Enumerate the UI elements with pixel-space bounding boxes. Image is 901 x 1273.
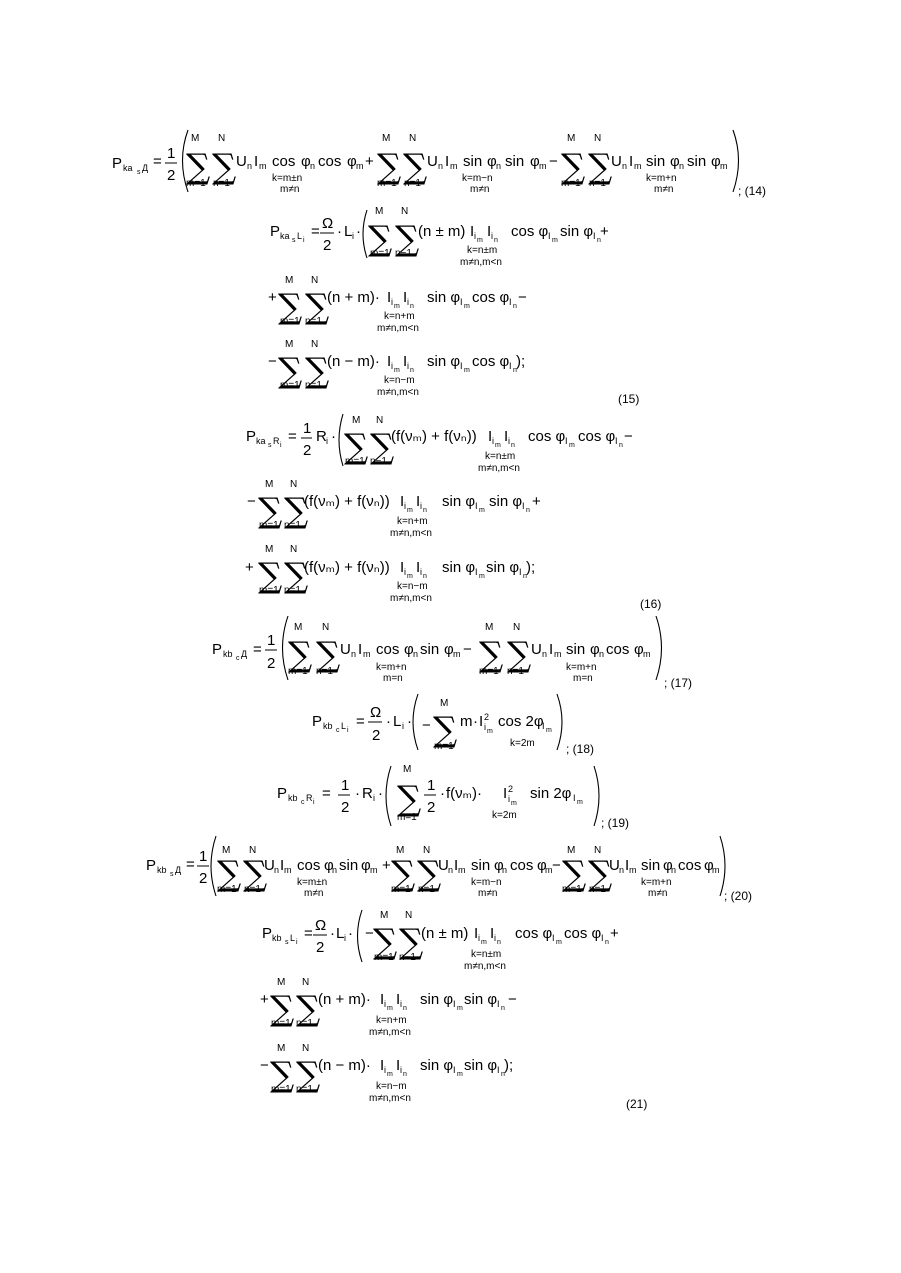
svg-text:I: I [453,1065,456,1075]
svg-text:Ω: Ω [315,917,326,934]
svg-text:n: n [403,1071,407,1078]
svg-text:m: m [457,1005,463,1012]
svg-text:cos φ: cos φ [515,925,553,942]
svg-text:N: N [302,977,309,988]
svg-text:N: N [405,910,412,921]
svg-text:−: − [260,1057,269,1074]
svg-text:2: 2 [316,939,324,956]
svg-text:i: i [384,1065,386,1075]
svg-text:m: m [387,1005,393,1012]
svg-text:(n − m)·: (n − m)· [318,1057,371,1074]
svg-text:i: i [296,939,298,946]
svg-text:m: m [481,939,487,946]
svg-text:M: M [277,977,285,988]
svg-text:sin φ: sin φ [420,1057,453,1074]
svg-text:sin φ: sin φ [464,991,497,1008]
svg-text:I: I [601,933,604,943]
svg-text:k=n+m: k=n+m [376,1015,407,1026]
svg-text:I: I [497,999,500,1009]
svg-text:sin φ: sin φ [464,1057,497,1074]
svg-text:i: i [344,933,346,943]
svg-text:M: M [380,910,388,921]
svg-text:i: i [384,999,386,1009]
svg-text:+: + [260,991,269,1008]
svg-text:s: s [285,939,289,946]
svg-text:n: n [501,1005,505,1012]
svg-text:m≠n,m<n: m≠n,m<n [464,961,506,972]
svg-text:(n + m)·: (n + m)· [318,991,371,1008]
svg-text:n−1: n−1 [399,952,416,963]
svg-text:i: i [494,933,496,943]
svg-text:kb: kb [272,933,282,943]
svg-text:n=1: n=1 [296,1018,313,1029]
svg-text:m≠n,m<n: m≠n,m<n [369,1027,411,1038]
svg-text:n: n [605,939,609,946]
svg-text:sin φ: sin φ [420,991,453,1008]
svg-text:k=n±m: k=n±m [471,949,501,960]
svg-text:k=n−m: k=n−m [376,1081,407,1092]
svg-text:(n ± m): (n ± m) [421,925,468,942]
svg-text:m=1: m=1 [271,1018,291,1029]
svg-text:n: n [403,1005,407,1012]
equation-label-21: (21) [626,1097,647,1111]
svg-text:cos φ: cos φ [564,925,602,942]
svg-text:L: L [290,933,295,943]
svg-text:m=1: m=1 [374,952,394,963]
svg-text:);: ); [504,1057,513,1074]
svg-text:n: n [497,939,501,946]
svg-text:−: − [508,991,517,1008]
svg-text:=: = [304,925,313,942]
svg-text:m: m [556,939,562,946]
svg-text:+: + [610,925,619,942]
svg-text:N: N [302,1043,309,1054]
svg-text:I: I [497,1065,500,1075]
svg-text:I: I [453,999,456,1009]
svg-text:·: · [330,925,335,942]
svg-text:P: P [262,925,272,942]
svg-text:I: I [552,933,555,943]
svg-text:m≠n,m<n: m≠n,m<n [369,1093,411,1104]
svg-text:m: m [457,1071,463,1078]
svg-text:m: m [387,1071,393,1078]
svg-text:·: · [348,925,353,942]
svg-text:m=1: m=1 [271,1084,291,1095]
svg-text:i: i [478,933,480,943]
svg-text:i: i [400,999,402,1009]
equation-21: P kbs Li = Ω 2 · Li · − M∑m=1 N∑n−1 (n ±… [0,0,901,1120]
svg-text:i: i [400,1065,402,1075]
svg-text:n=1: n=1 [296,1084,313,1095]
svg-text:M: M [277,1043,285,1054]
